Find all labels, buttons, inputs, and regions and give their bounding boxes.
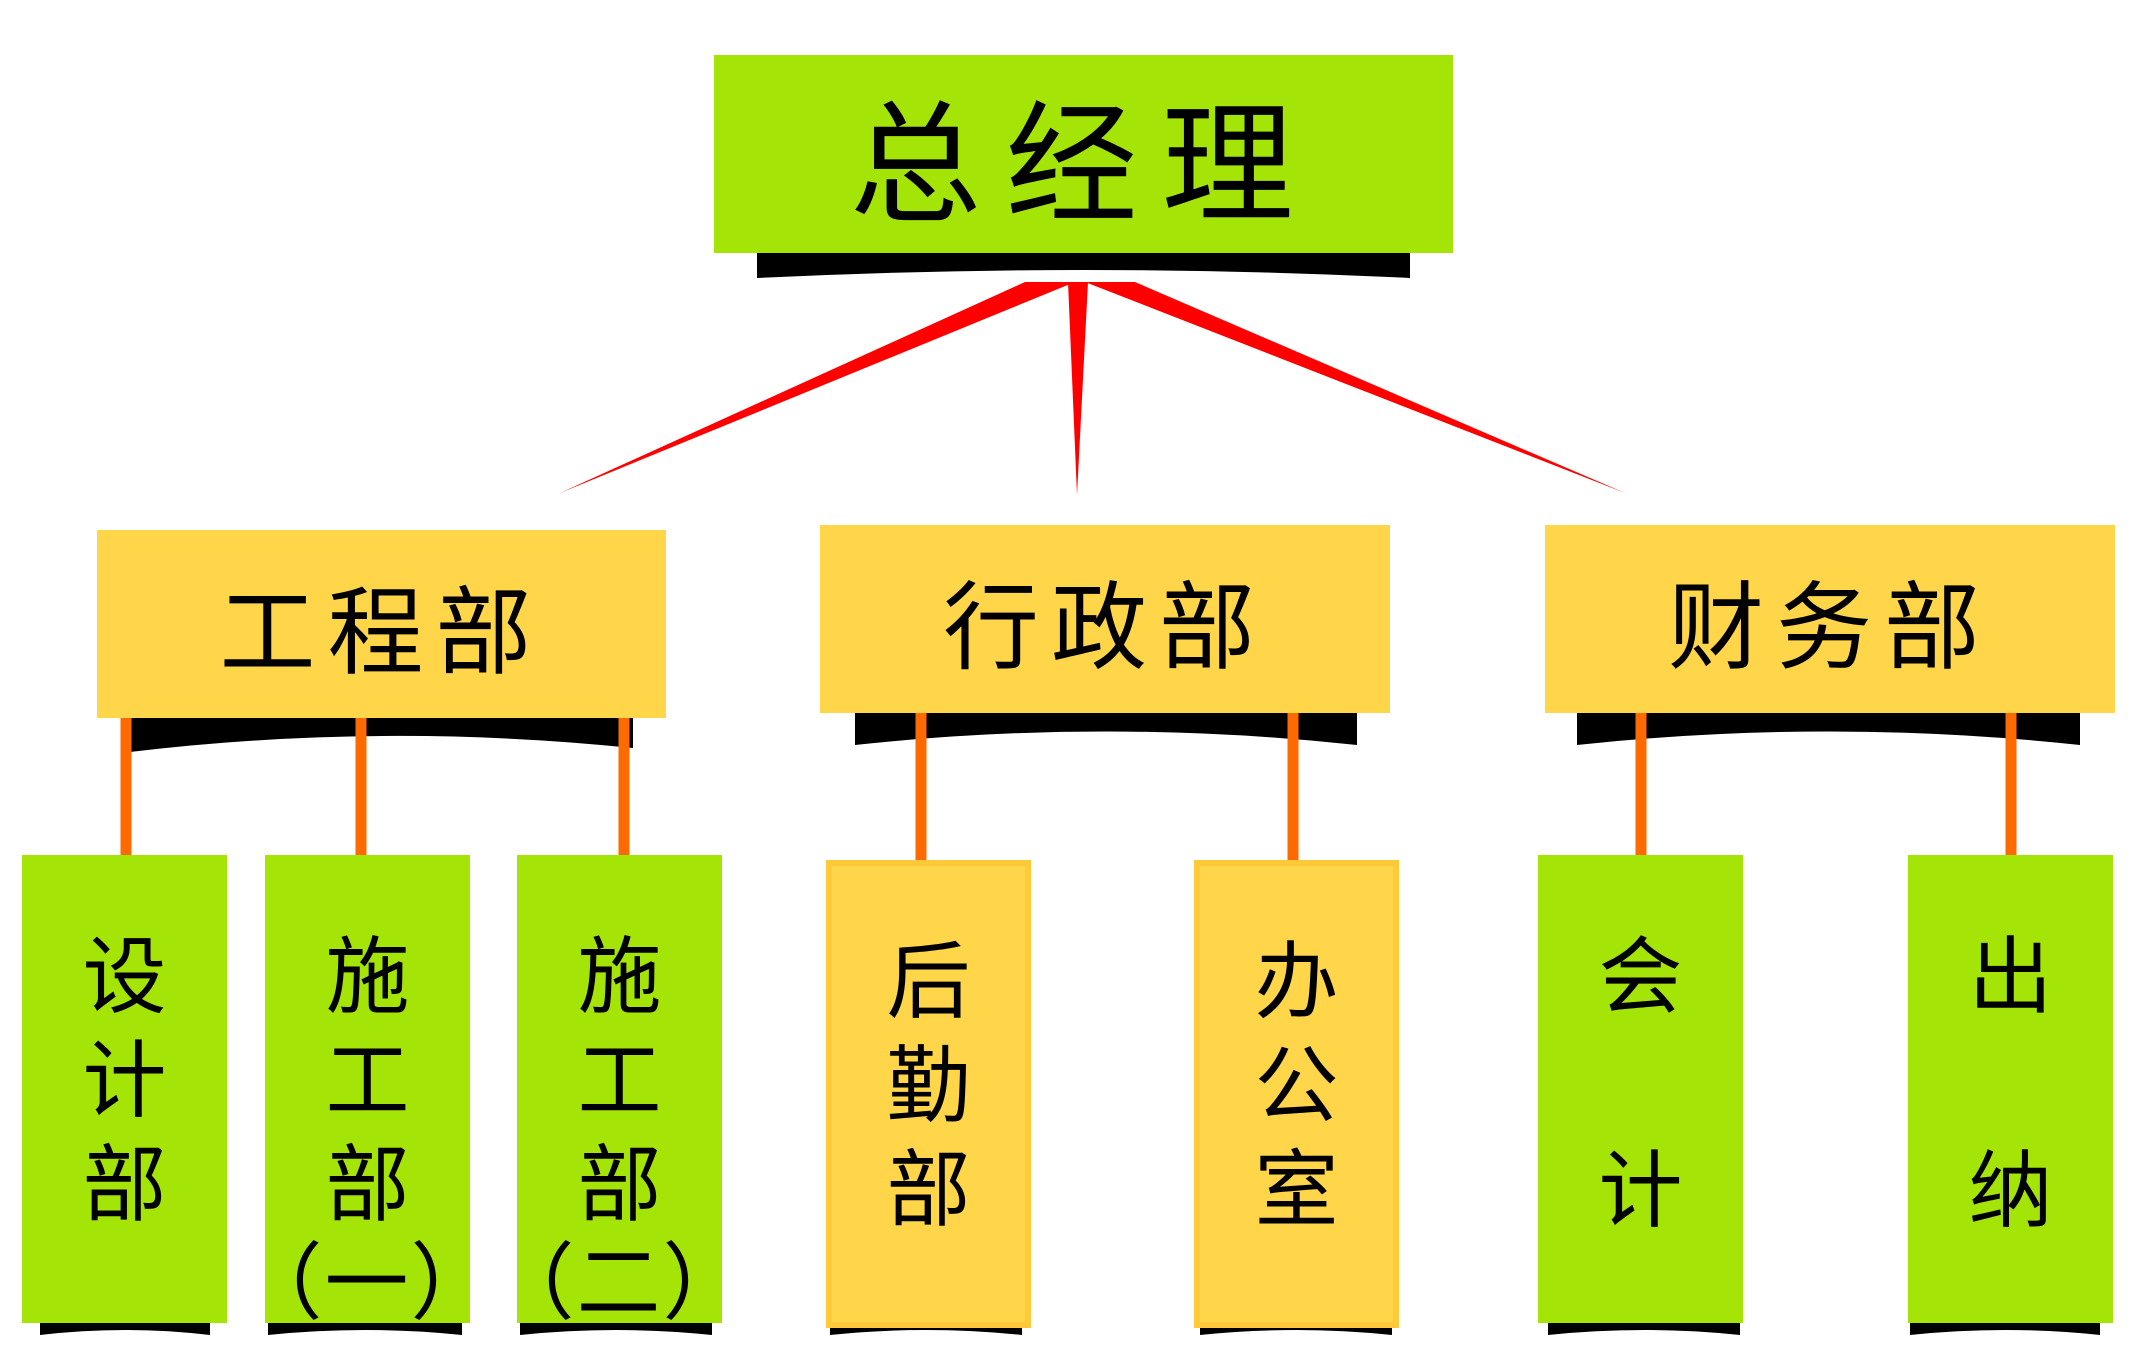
- unit-shadow: [1910, 1320, 2100, 1335]
- unit-box-accounting: 会 计: [1538, 855, 1743, 1323]
- top-shadow: [757, 250, 1410, 278]
- dept-box-finance: 财务部: [1545, 525, 2115, 713]
- unit-char: 工: [325, 1032, 410, 1130]
- unit-box-construction-2: 施 工 部 （二）: [491, 855, 747, 1332]
- unit-char: 室: [1254, 1141, 1339, 1239]
- unit-char: 出: [1968, 928, 2053, 1026]
- unit-sub-label: （一）: [238, 1234, 497, 1332]
- red-connector-left: [560, 282, 1075, 493]
- dept-label-engineering: 工程部: [219, 576, 544, 689]
- orange-connectors: [120, 710, 2017, 860]
- red-connector-center: [1068, 282, 1088, 495]
- general-manager-box: 总经理: [714, 55, 1453, 253]
- unit-char: 后: [886, 933, 971, 1031]
- unit-char: 施: [577, 928, 662, 1026]
- unit-char: 计: [1598, 1142, 1683, 1240]
- dept-box-admin: 行政部: [820, 525, 1390, 713]
- unit-char: 部: [886, 1141, 971, 1239]
- dept-shadow-finance: [1577, 710, 2080, 745]
- unit-char: 工: [577, 1032, 662, 1130]
- unit-shadow: [1548, 1320, 1740, 1335]
- unit-char: 纳: [1968, 1142, 2053, 1240]
- unit-char: 公: [1254, 1037, 1339, 1135]
- dept-label-admin: 行政部: [943, 571, 1267, 684]
- unit-sub-label: （二）: [490, 1234, 749, 1332]
- unit-box-construction-1: 施 工 部 （一）: [239, 855, 495, 1332]
- red-connector-right: [1085, 282, 1625, 493]
- unit-box-office: 办 公 室: [1194, 860, 1399, 1328]
- dept-label-finance: 财务部: [1668, 571, 1992, 684]
- unit-box-design: 设 计 部: [22, 855, 227, 1323]
- unit-char: 部: [577, 1136, 662, 1234]
- unit-box-cashier: 出 纳: [1908, 855, 2113, 1323]
- unit-char: 部: [82, 1136, 167, 1234]
- unit-shadow: [40, 1320, 210, 1335]
- unit-char: 勤: [886, 1037, 971, 1135]
- unit-char: 会: [1598, 928, 1683, 1026]
- unit-shadow: [520, 1320, 712, 1335]
- dept-shadow-engineering: [130, 715, 633, 752]
- unit-shadow: [268, 1320, 462, 1335]
- dept-box-engineering: 工程部: [97, 530, 666, 718]
- unit-char: 施: [325, 928, 410, 1026]
- dept-shadow-admin: [855, 710, 1357, 745]
- unit-char: 办: [1254, 933, 1339, 1031]
- unit-char: 计: [82, 1032, 167, 1130]
- unit-char: 设: [82, 928, 167, 1026]
- unit-box-logistics: 后 勤 部: [826, 860, 1031, 1328]
- general-manager-label: 总经理: [849, 88, 1318, 243]
- unit-char: 部: [325, 1136, 410, 1234]
